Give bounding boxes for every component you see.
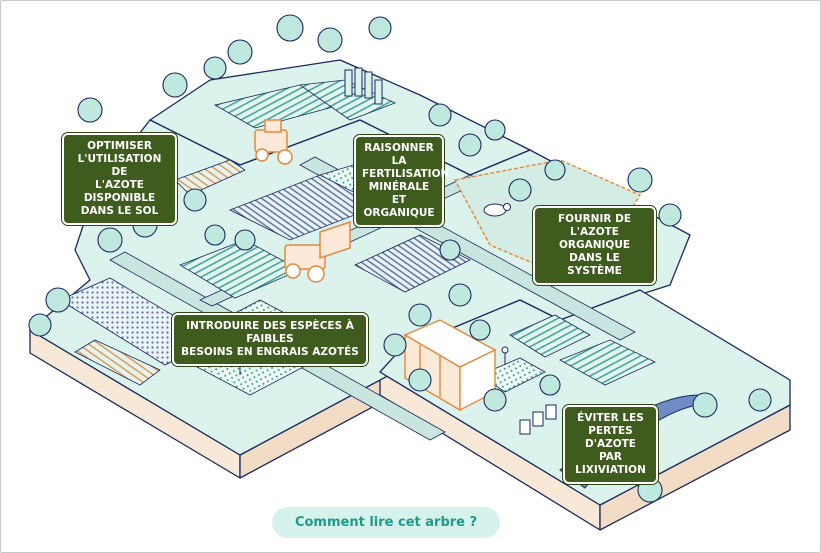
label-fournir-azote-organique[interactable]: Fournir de l'azote organique dans le sys… (533, 206, 656, 285)
label-optimiser-azote-sol[interactable]: Optimiser l'utilisation de l'azote dispo… (62, 133, 177, 225)
tractor-upper (254, 119, 293, 165)
how-to-read-button[interactable]: Comment lire cet arbre ? (272, 507, 500, 538)
tractor-middle (284, 220, 351, 283)
label-introduire-especes[interactable]: Introduire des espèces à faibles besoins… (172, 313, 368, 366)
label-raisonner-fertilisation[interactable]: Raisonner la fertilisation minérale et o… (354, 135, 449, 227)
label-eviter-lixiviation[interactable]: Éviter les pertes d'azote par lixiviatio… (563, 405, 658, 484)
silos (344, 67, 383, 105)
beehives (519, 404, 557, 435)
